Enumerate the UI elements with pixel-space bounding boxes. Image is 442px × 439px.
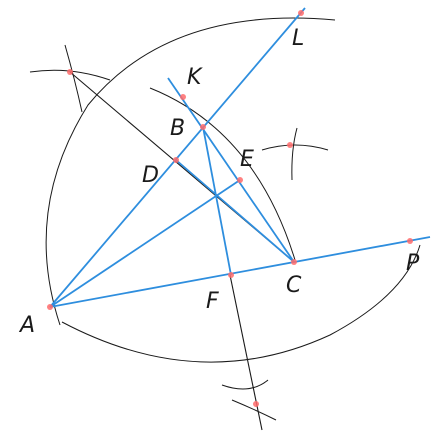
tick-arc-bottom-1 bbox=[221, 379, 269, 390]
tick-arc-bottom-2 bbox=[231, 399, 277, 421]
point-l bbox=[298, 10, 304, 16]
point-d bbox=[173, 157, 179, 163]
point-c bbox=[291, 259, 297, 265]
line-d-c bbox=[175, 159, 295, 263]
perpendicular-line-through-f bbox=[229, 274, 263, 431]
label-a: A bbox=[18, 313, 35, 338]
label-k: K bbox=[187, 65, 203, 90]
point-bottom-arc bbox=[253, 401, 259, 407]
line-b-f bbox=[202, 126, 232, 276]
label-l: L bbox=[292, 26, 304, 51]
label-e: E bbox=[240, 147, 254, 172]
line-k-c bbox=[167, 77, 295, 263]
point-right-arc bbox=[287, 142, 293, 148]
arc-center-a-large bbox=[45, 17, 336, 326]
arc-center-a-lower bbox=[61, 244, 421, 363]
point-a bbox=[47, 304, 53, 310]
line-a-p bbox=[49, 236, 431, 308]
label-b: B bbox=[170, 116, 185, 141]
label-c: C bbox=[286, 273, 302, 298]
tick-arc-top-left-2 bbox=[64, 44, 83, 113]
point-e bbox=[237, 177, 243, 183]
point-top-left-arc bbox=[67, 69, 73, 75]
tick-arc-right-2 bbox=[291, 127, 298, 181]
label-d: D bbox=[142, 163, 159, 188]
point-f bbox=[228, 272, 234, 278]
label-p: P bbox=[406, 251, 420, 276]
line-a-e bbox=[49, 179, 241, 308]
point-k bbox=[180, 94, 186, 100]
arc-center-c bbox=[149, 87, 296, 261]
label-f: F bbox=[206, 289, 219, 314]
tick-arc-right-1 bbox=[261, 144, 329, 151]
point-b bbox=[200, 124, 206, 130]
point-p bbox=[407, 238, 413, 244]
